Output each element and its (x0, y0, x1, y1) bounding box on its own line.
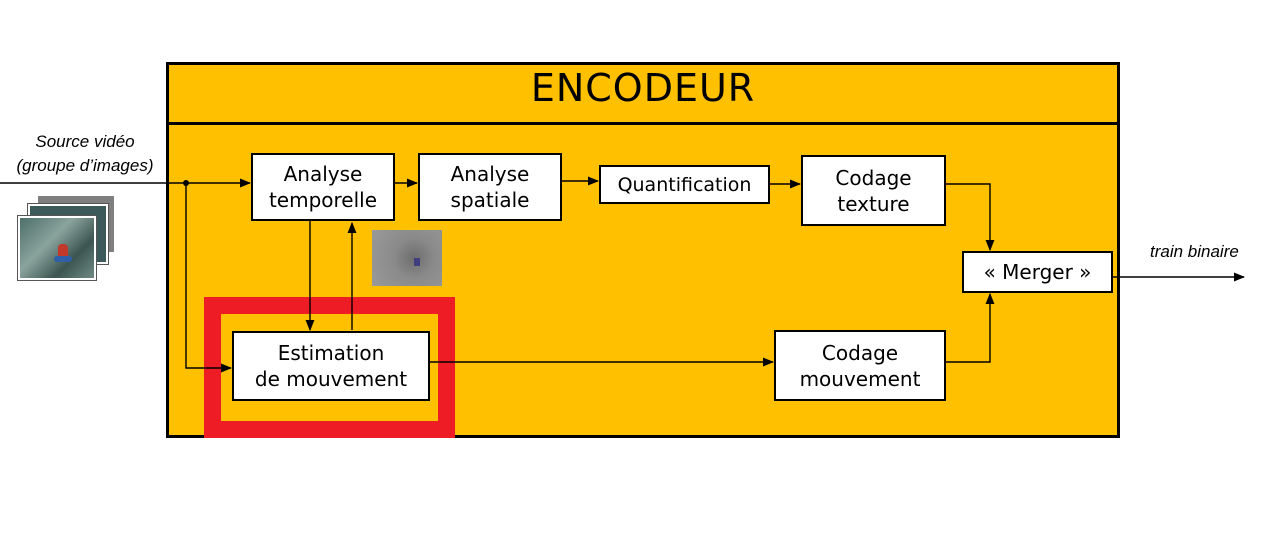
video-frames-image (18, 196, 118, 280)
encoder-title: ENCODEUR (530, 66, 756, 110)
motion-field-thumbnail (372, 230, 442, 286)
quantification-block: Quantification (599, 165, 770, 204)
spatial-analysis-block: Analyse spatiale (418, 153, 562, 221)
arrow-motion-coding-to-merger (946, 292, 995, 363)
texture-coding-block: Codage texture (801, 155, 946, 226)
temporal-analysis-block: Analyse temporelle (251, 153, 395, 221)
arrow-texture-to-merger (946, 183, 995, 252)
arrow-input-to-motion-estimation (185, 183, 233, 373)
encoder-title-bar (166, 62, 1120, 125)
bitstream-output-label: train binaire (1150, 242, 1239, 261)
motion-estimation-block: Estimation de mouvement (232, 331, 430, 401)
merger-block: « Merger » (962, 251, 1113, 293)
motion-coding-block: Codage mouvement (774, 330, 946, 401)
branch-junction-dot (183, 180, 189, 186)
source-video-label: Source vidéo (groupe d’images) (16, 132, 154, 175)
